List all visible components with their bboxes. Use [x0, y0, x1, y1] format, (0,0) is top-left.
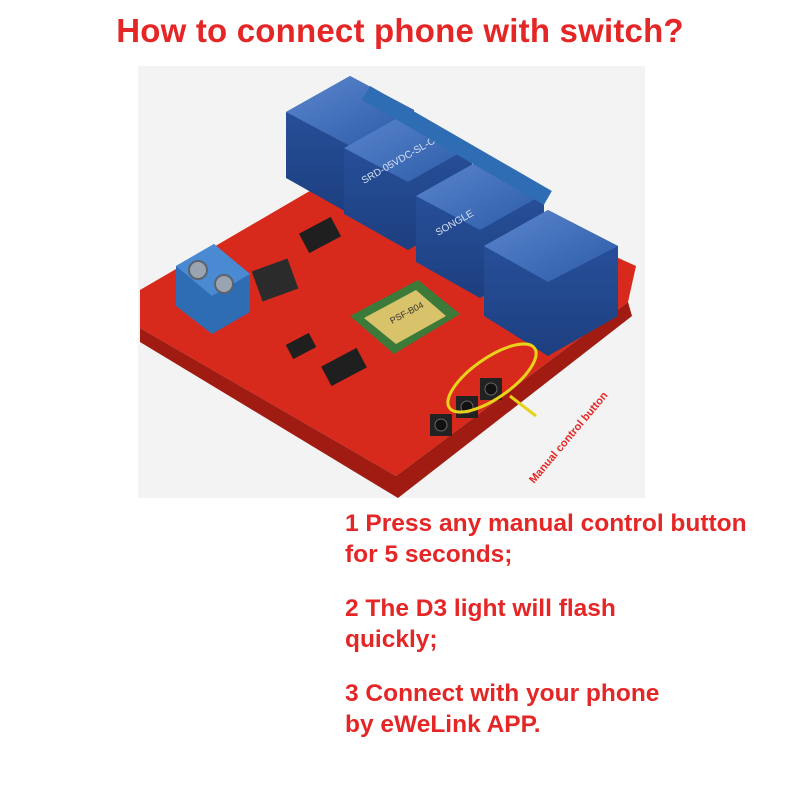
step-1-line1: 1 Press any manual control button — [345, 510, 747, 537]
instruction-steps: 1 Press any manual control button for 5 … — [345, 508, 795, 763]
wifi-module: PSF-B04 — [350, 280, 460, 354]
annotation-circle — [446, 342, 538, 414]
page-title: How to connect phone with switch? — [116, 12, 684, 49]
step-2-line1: 2 The D3 light will flash — [345, 595, 616, 622]
step-1-line2: for 5 seconds; — [345, 541, 513, 568]
relay-board-photo: PSF-B04 SRD-05VDC-SL-C SONGLE — [138, 66, 645, 498]
step-2: 2 The D3 light will flash quickly; — [345, 593, 795, 655]
step-3: 3 Connect with your phone by eWeLink APP… — [345, 678, 795, 740]
step-3-line1: 3 Connect with your phone — [345, 680, 660, 707]
step-3-line2: by eWeLink APP. — [345, 711, 541, 738]
relay-4 — [484, 210, 618, 356]
step-2-line2: quickly; — [345, 626, 438, 653]
step-1: 1 Press any manual control button for 5 … — [345, 508, 795, 570]
manual-control-buttons — [430, 378, 502, 436]
manual-control-callout: Manual control button — [527, 390, 611, 486]
terminal-block — [176, 244, 250, 334]
